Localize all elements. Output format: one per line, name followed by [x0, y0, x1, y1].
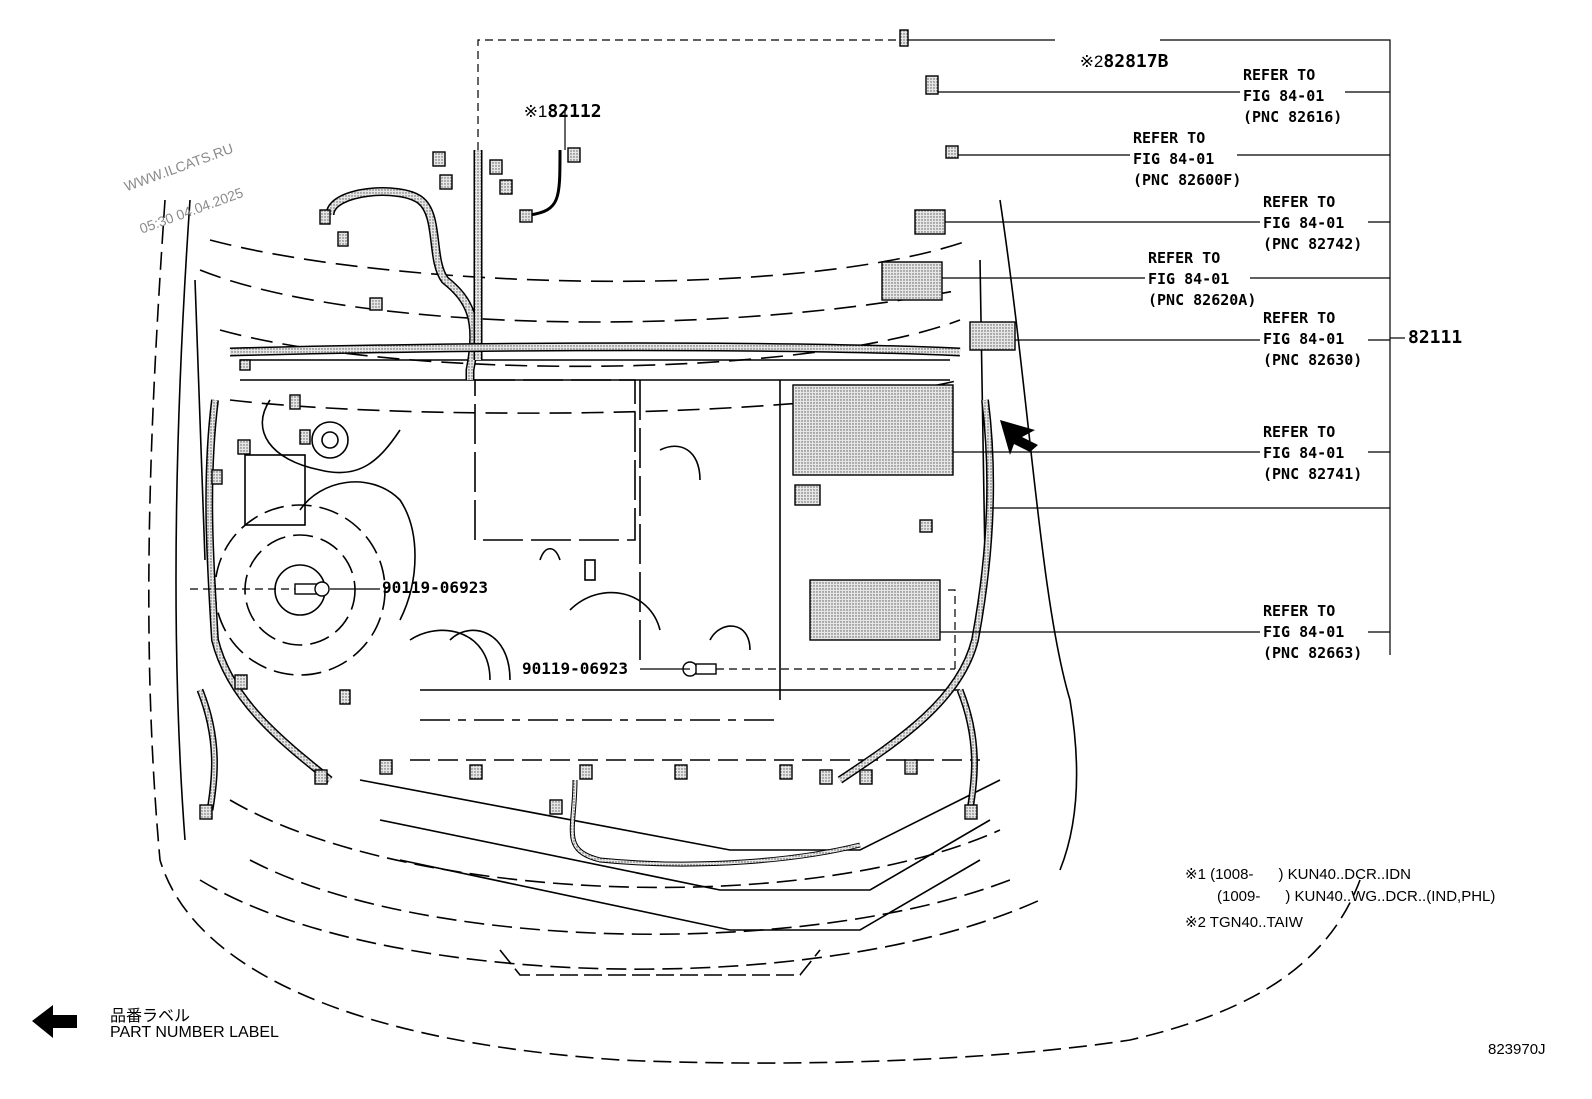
refer-to-text: REFER TO — [1263, 309, 1336, 327]
figure-number: FIG 84-01 — [1243, 87, 1325, 105]
reference-pnc-82630[interactable]: REFER TO FIG 84-01 (PNC 82630) — [1263, 308, 1362, 371]
arrow-left-icon — [32, 1005, 77, 1038]
pnc-number: (PNC 82616) — [1243, 108, 1343, 126]
note-1-line-1: ※1 (1008- ) KUN40..DCR..IDN — [1185, 866, 1411, 883]
note-2: ※2 TGN40..TAIW — [1185, 914, 1303, 931]
connectors — [199, 29, 1016, 820]
bolt-90119-06923-label-2[interactable]: 90119-06923 — [522, 659, 628, 678]
reference-pnc-82741[interactable]: REFER TO FIG 84-01 (PNC 82741) — [1263, 422, 1362, 485]
vehicle-body-outline — [148, 199, 1361, 1064]
reference-pnc-82600f[interactable]: REFER TO FIG 84-01 (PNC 82600F) — [1133, 128, 1241, 191]
part-number: 82817B — [1103, 51, 1169, 72]
watermark-site: WWW.ILCATS.RU — [121, 139, 236, 195]
part-number: 82112 — [547, 101, 602, 122]
refer-to-text: REFER TO — [1263, 423, 1336, 441]
part-82111-label[interactable]: 82111 — [1408, 327, 1463, 348]
figure-number: FIG 84-01 — [1263, 444, 1345, 462]
reference-pnc-82616[interactable]: REFER TO FIG 84-01 (PNC 82616) — [1243, 65, 1342, 128]
refer-to-text: REFER TO — [1133, 129, 1206, 147]
wire-harness — [196, 149, 995, 867]
part-82817b-label[interactable]: ※282817B — [1058, 30, 1169, 72]
figure-number: FIG 84-01 — [1263, 214, 1345, 232]
pnc-number: (PNC 82630) — [1263, 351, 1363, 369]
legend-label-english: PART NUMBER LABEL — [110, 1024, 279, 1041]
bolt-90119-06923-label[interactable]: 90119-06923 — [382, 578, 488, 597]
refer-to-text: REFER TO — [1148, 249, 1221, 267]
leader-lines — [190, 39, 1405, 670]
pnc-number: (PNC 82600F) — [1133, 171, 1242, 189]
figure-number: FIG 84-01 — [1148, 270, 1230, 288]
pnc-number: (PNC 82742) — [1263, 235, 1363, 253]
figure-number: FIG 84-01 — [1133, 150, 1215, 168]
part-82112-label[interactable]: ※182112 — [502, 80, 602, 122]
applicability-mark: ※2 — [1079, 52, 1104, 71]
reference-pnc-82620a[interactable]: REFER TO FIG 84-01 (PNC 82620A) — [1148, 248, 1256, 311]
bolts — [294, 581, 717, 677]
reference-pnc-82742[interactable]: REFER TO FIG 84-01 (PNC 82742) — [1263, 192, 1362, 255]
figure-number: FIG 84-01 — [1263, 330, 1345, 348]
reference-pnc-82663[interactable]: REFER TO FIG 84-01 (PNC 82663) — [1263, 601, 1362, 664]
pnc-number: (PNC 82663) — [1263, 644, 1363, 662]
part-number-label-arrow — [1000, 420, 1038, 455]
refer-to-text: REFER TO — [1263, 602, 1336, 620]
pnc-number: (PNC 82620A) — [1148, 291, 1257, 309]
illustration-id: 823970J — [1488, 1041, 1546, 1058]
applicability-mark: ※1 — [523, 102, 548, 121]
note-1-line-2: (1009- ) KUN40..WG..DCR..(IND,PHL) — [1217, 888, 1496, 905]
figure-number: FIG 84-01 — [1263, 623, 1345, 641]
refer-to-text: REFER TO — [1263, 193, 1336, 211]
legend-label-japanese: 品番ラベル — [110, 1008, 191, 1025]
refer-to-text: REFER TO — [1243, 66, 1316, 84]
engine-components — [214, 379, 781, 700]
pnc-number: (PNC 82741) — [1263, 465, 1363, 483]
